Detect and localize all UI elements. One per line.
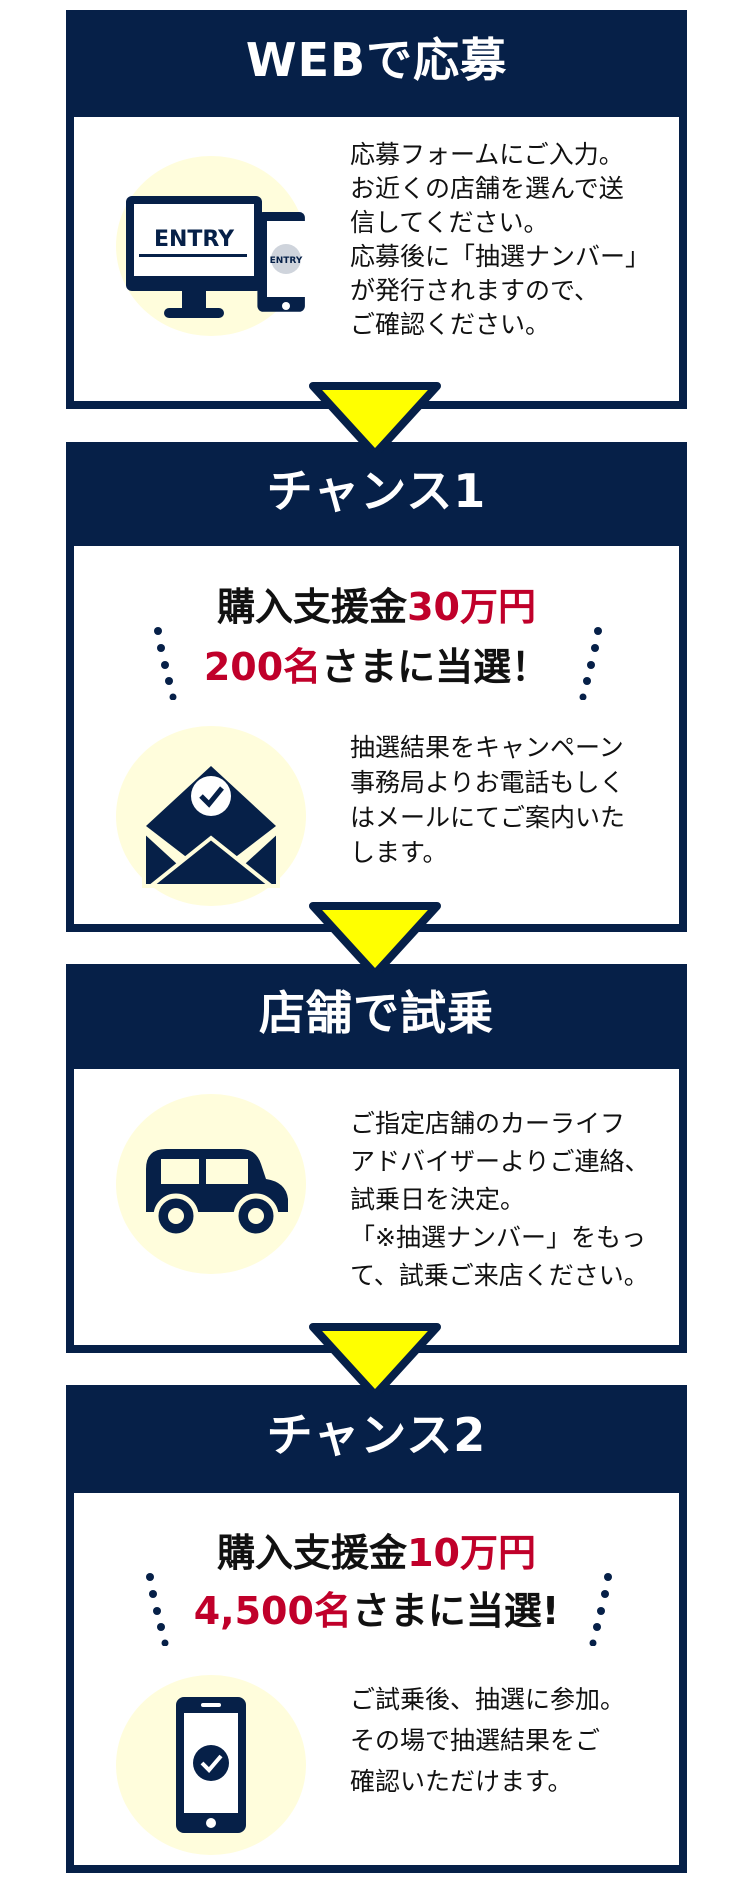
prize-amount: 10万円 xyxy=(407,1531,536,1575)
winners-headline: 200名さまに当選！ xyxy=(203,645,550,689)
step-web-entry: WEBで応募 ENTRY ENTRY 応募フォームにご入力。 お近くの店舗を選ん… xyxy=(66,10,687,409)
sparkle-dots-right-icon xyxy=(579,627,602,700)
prize-amount: 30万円 xyxy=(407,585,536,629)
envelope-check-icon xyxy=(142,766,280,888)
sparkle-dots-left-icon xyxy=(146,1573,169,1646)
down-arrow-icon xyxy=(309,382,441,456)
winners-count: 4,500名 xyxy=(193,1589,352,1633)
step-description: ご試乗後、抽選に参加。 その場で抽選結果をご 確認いただけます。 xyxy=(350,1685,626,1796)
computer-and-phone-entry-icon: ENTRY ENTRY xyxy=(126,196,306,318)
step-title: チャンス1 xyxy=(66,442,687,546)
step-description: 応募フォームにご入力。 お近くの店舗を選んで送 信してください。 応募後に「抽選… xyxy=(350,140,651,339)
step-description: ご指定店舗のカーライフ アドバイザーよりご連絡、 試乗日を決定。 「※抽選ナンバ… xyxy=(350,1109,650,1290)
svg-text:ENTRY: ENTRY xyxy=(270,256,303,266)
down-arrow-icon xyxy=(309,1323,441,1397)
step-description: 抽選結果をキャンペーン 事務局よりお電話もしく はメールにてご案内いた します。 xyxy=(350,733,626,867)
step-title: 店舗で試乗 xyxy=(66,964,687,1069)
winners-headline: 4,500名さまに当選! xyxy=(193,1589,560,1633)
envelope-illustration xyxy=(116,726,306,906)
smartphone-illustration xyxy=(116,1675,306,1855)
step-chance-1: チャンス1 購入支援金30万円 200名さまに当選！ 抽選結果をキャンペーン 事… xyxy=(66,442,687,932)
prize-headline: 購入支援金10万円 xyxy=(217,1531,536,1575)
step-chance-2: チャンス2 購入支援金10万円 4,500名さまに当選! ご試乗後、抽選に参加。… xyxy=(66,1385,687,1873)
step-title: WEBで応募 xyxy=(66,10,687,117)
entry-label: ENTRY xyxy=(154,227,235,252)
down-arrow-icon xyxy=(309,902,441,976)
prize-headline: 購入支援金30万円 xyxy=(217,585,536,629)
step-title: チャンス2 xyxy=(66,1385,687,1493)
sparkle-dots-left-icon xyxy=(154,627,177,700)
car-icon xyxy=(146,1149,288,1239)
winners-count: 200名 xyxy=(203,645,322,689)
sparkle-dots-right-icon xyxy=(589,1573,612,1646)
smartphone-check-icon xyxy=(176,1697,246,1833)
step-test-drive: 店舗で試乗 ご指定店舗のカーライフ アドバイザーよりご連絡、 試乗日を決定。 「… xyxy=(66,964,687,1353)
entry-illustration: ENTRY ENTRY xyxy=(116,156,306,336)
car-illustration xyxy=(116,1094,306,1274)
